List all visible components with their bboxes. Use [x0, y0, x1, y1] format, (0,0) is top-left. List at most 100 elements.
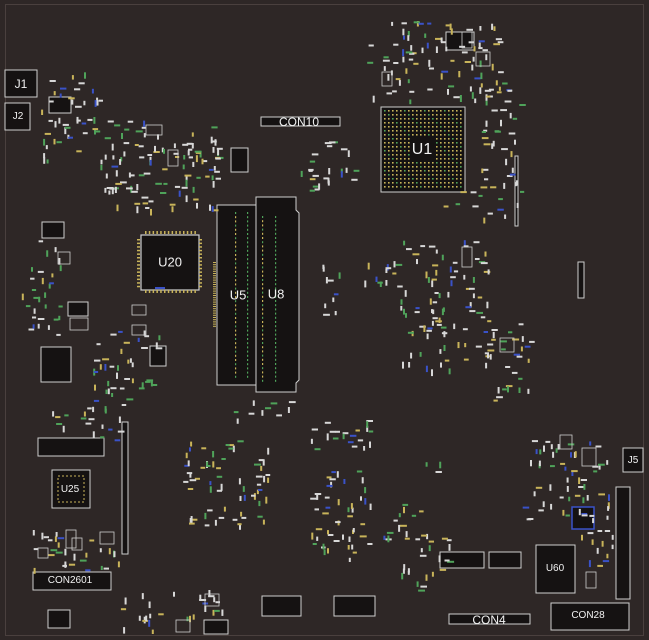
passive — [94, 359, 101, 362]
passive — [194, 150, 201, 153]
u1-ball — [412, 166, 414, 168]
j1-connector[interactable] — [4, 69, 38, 98]
u1-ball — [460, 174, 462, 176]
passive — [393, 261, 396, 268]
passive — [478, 42, 481, 48]
ic-top-left[interactable] — [48, 96, 72, 114]
passive — [581, 534, 583, 541]
u20-pin — [167, 290, 170, 293]
u8-pin — [262, 367, 264, 370]
passive — [522, 506, 530, 509]
passive — [163, 148, 165, 154]
passive — [483, 143, 491, 146]
connector-bottom-6[interactable] — [47, 609, 71, 629]
passive — [512, 338, 520, 341]
passive — [471, 92, 474, 99]
ic-left-mid[interactable] — [40, 346, 72, 383]
passive — [421, 534, 427, 537]
u1-ball — [392, 134, 394, 136]
u1-ball — [388, 122, 390, 124]
connector-top-right[interactable] — [445, 31, 475, 51]
connector-right-slim[interactable] — [577, 261, 585, 299]
u1-ball — [404, 118, 406, 120]
ic-u-small-3[interactable] — [67, 301, 89, 317]
passive — [533, 491, 536, 497]
u5-chip[interactable] — [213, 204, 258, 386]
connector-vertical-left[interactable] — [121, 421, 129, 555]
passive — [568, 496, 571, 502]
u8-pin — [262, 262, 264, 265]
passive — [351, 507, 354, 513]
passive — [473, 241, 480, 244]
passive — [598, 465, 601, 470]
u1-chip[interactable] — [380, 106, 466, 193]
passive — [435, 249, 438, 254]
connector-right-slim-2[interactable] — [514, 155, 519, 227]
connector-bottom-1[interactable] — [261, 595, 302, 617]
passive — [472, 293, 475, 299]
u8-pin — [275, 216, 277, 218]
ic-u-small-4[interactable] — [41, 221, 65, 239]
passive — [495, 38, 502, 41]
j5-connector[interactable] — [622, 447, 644, 473]
passive — [485, 94, 488, 102]
passive — [445, 46, 448, 52]
u5-side-pin — [213, 290, 216, 292]
u25-chip[interactable] — [51, 469, 91, 509]
u1-ball — [400, 114, 402, 116]
u1-ball — [432, 110, 434, 112]
con10-connector[interactable] — [260, 116, 341, 127]
passive — [68, 136, 73, 139]
u8-pin — [275, 375, 277, 378]
u1-ball — [424, 170, 426, 172]
passive — [139, 156, 145, 159]
passive — [335, 521, 341, 524]
connector-bottom-4[interactable] — [488, 551, 522, 569]
u5-pin — [247, 304, 249, 307]
con2601-connector[interactable] — [32, 571, 112, 591]
passive — [488, 95, 493, 98]
u1-ball — [436, 122, 438, 124]
u1-ball — [404, 158, 406, 160]
con4-connector[interactable] — [448, 613, 531, 625]
u1-ball — [416, 186, 418, 188]
u1-ball — [428, 110, 430, 112]
u1-ball — [428, 126, 430, 128]
con28-connector[interactable] — [550, 602, 630, 631]
passive — [418, 22, 424, 25]
u8-pin — [275, 304, 277, 307]
passive — [327, 180, 330, 186]
u1-ball — [432, 118, 434, 120]
u1-ball — [408, 122, 410, 124]
u8-chip[interactable] — [255, 196, 300, 393]
passive — [366, 420, 373, 422]
j2-connector[interactable] — [4, 102, 31, 131]
passive — [429, 67, 434, 70]
connector-vertical-right[interactable] — [615, 486, 631, 600]
ic-right-bottom[interactable] — [571, 506, 595, 530]
u60-chip[interactable] — [535, 544, 576, 594]
u1-ball — [452, 118, 454, 120]
u1-ball — [456, 126, 458, 128]
u20-pin — [183, 290, 185, 293]
u1-ball — [428, 166, 430, 168]
u5-pin — [235, 329, 237, 332]
passive — [398, 524, 401, 532]
passive — [106, 187, 114, 189]
passive — [571, 470, 578, 473]
connector-bottom-5[interactable] — [203, 619, 229, 635]
u20-chip[interactable] — [137, 231, 202, 293]
connector-bottom-2[interactable] — [333, 595, 376, 617]
u5-pin — [235, 350, 237, 353]
passive — [383, 66, 386, 71]
ic-u-small-2[interactable] — [149, 345, 167, 367]
passive — [189, 522, 195, 525]
connector-mid-left[interactable] — [37, 437, 105, 457]
ic-u-small-1[interactable] — [230, 147, 249, 173]
passive — [550, 503, 553, 510]
u1-ball — [456, 142, 458, 144]
passive — [38, 240, 44, 243]
passive — [571, 471, 574, 476]
u1-ball — [428, 186, 430, 188]
u1-ball — [404, 178, 406, 180]
